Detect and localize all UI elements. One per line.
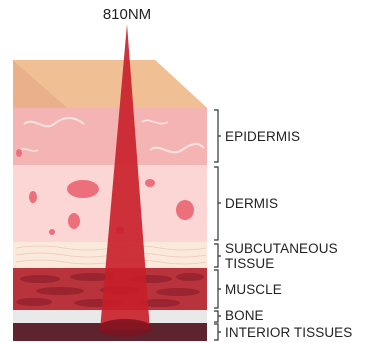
label-subcutaneous-line2: TISSUE <box>225 256 274 271</box>
layer-braces <box>214 110 221 340</box>
label-interior-tissues: INTERIOR TISSUES <box>225 325 352 340</box>
label-epidermis: EPIDERMIS <box>225 129 300 144</box>
block-top-face <box>13 60 207 108</box>
epidermis-brace <box>214 110 221 162</box>
layer-epidermis <box>13 108 207 165</box>
muscle-brace <box>214 270 221 308</box>
label-muscle: MUSCLE <box>225 282 282 297</box>
label-subcutaneous: SUBCUTANEOUS <box>225 241 338 256</box>
interior-tissues-brace <box>214 324 221 340</box>
bone-brace <box>214 311 221 322</box>
beam-wavelength-label: 810NM <box>103 6 151 23</box>
subcutaneous-brace <box>214 244 221 267</box>
label-bone: BONE <box>225 308 264 323</box>
dermis-brace <box>214 167 221 240</box>
label-dermis: DERMIS <box>225 196 278 211</box>
